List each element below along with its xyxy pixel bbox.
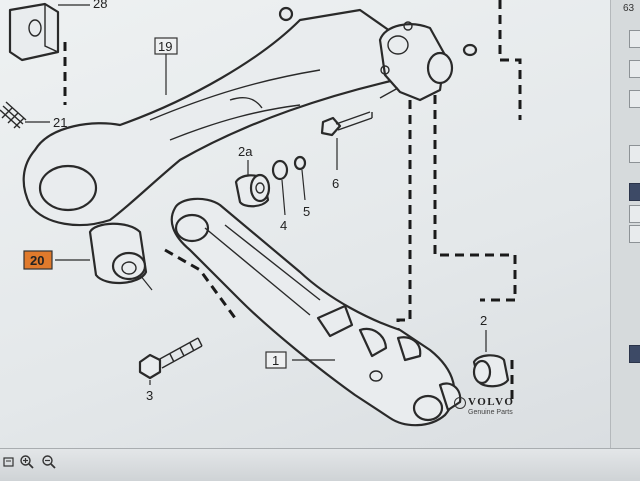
leader-20b [139,274,153,291]
bolt-top-part [278,6,294,22]
callout-19: 19 [158,39,172,54]
bolt-part-6 [320,87,399,137]
bushing-part-20 [88,222,148,285]
callout-21: 21 [53,115,67,130]
side-panel-number: 63 [623,3,635,14]
leader-4 [281,179,286,216]
callout-2a: 2a [238,144,253,159]
nut-part [462,43,478,57]
callout-6: 6 [332,176,339,191]
side-tab[interactable] [629,145,640,163]
side-tab[interactable] [629,225,640,243]
brand-subtitle: Genuine Parts [468,409,513,416]
side-tab[interactable] [629,90,640,108]
side-panel: 63 [611,0,640,448]
brand-mark-icon [454,397,466,409]
upper-control-arm [22,8,412,227]
nut-part-5 [293,155,307,171]
side-tab[interactable] [629,30,640,48]
assembly-line [164,248,237,319]
callout-3: 3 [146,388,153,403]
callout-28: 28 [93,0,107,11]
callout-5: 5 [303,204,310,219]
lower-control-arm [170,197,462,427]
parts-diagram-panel: 28 [0,0,611,448]
page-icon[interactable] [0,453,18,471]
toolbar [0,448,640,481]
side-tab-active[interactable] [629,345,640,363]
leader-5 [301,169,306,201]
side-tab-active[interactable] [629,183,640,201]
brand-logo: VOLVO Genuine Parts [454,396,538,416]
bracket-part-28 [8,2,60,62]
knuckle-part [378,21,454,102]
callout-box-20-highlight[interactable] [23,250,53,270]
callout-4: 4 [280,218,287,233]
stud-part-21 [0,101,27,129]
side-tab[interactable] [629,60,640,78]
brand-name: VOLVO [468,396,515,408]
side-tab[interactable] [629,205,640,223]
zoom-out-icon[interactable] [40,453,58,471]
bushing-part-2a [234,173,271,208]
callout-2: 2 [480,313,487,328]
bushing-part-2 [472,354,510,388]
washer-part-4 [271,159,289,181]
zoom-in-icon[interactable] [18,453,36,471]
callout-20[interactable]: 20 [30,253,44,268]
callout-box-1 [265,351,287,369]
parts-diagram: 28 [0,0,522,427]
assembly-line [498,0,522,120]
assembly-line [433,95,517,302]
bolt-part-3 [138,337,203,380]
callout-1: 1 [272,353,279,368]
